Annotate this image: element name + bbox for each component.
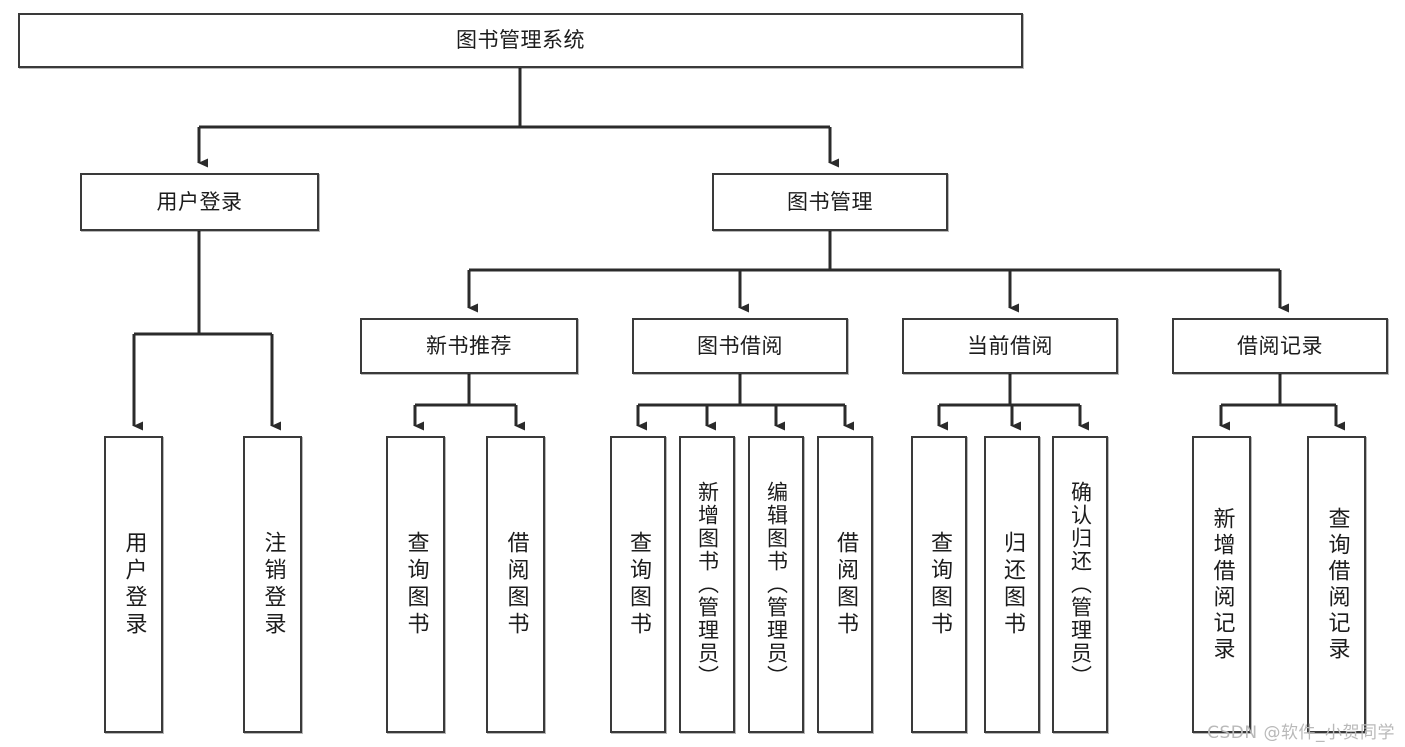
node-root[interactable]: 图书管理系统 xyxy=(18,13,1023,68)
leaf-borrow-book-recommend-label: 借阅图书 xyxy=(503,530,529,639)
node-root-label: 图书管理系统 xyxy=(456,28,585,53)
node-new-book-recommend[interactable]: 新书推荐 xyxy=(360,318,578,374)
leaf-add-borrow-record-label: 新增借阅记录 xyxy=(1209,506,1235,663)
node-book-borrow-label: 图书借阅 xyxy=(697,333,783,358)
node-book-management-label: 图书管理 xyxy=(787,189,873,214)
leaf-edit-book-admin-label: 编辑图书（管理员） xyxy=(764,481,789,688)
leaf-edit-book-admin[interactable]: 编辑图书（管理员） xyxy=(748,436,804,733)
leaf-add-book-admin[interactable]: 新增图书（管理员） xyxy=(679,436,735,733)
leaf-borrow-book-recommend[interactable]: 借阅图书 xyxy=(486,436,545,733)
leaf-add-borrow-record[interactable]: 新增借阅记录 xyxy=(1192,436,1251,733)
leaf-query-borrow-record-label: 查询借阅记录 xyxy=(1324,506,1350,663)
leaf-logout[interactable]: 注销登录 xyxy=(243,436,302,733)
leaf-logout-label: 注销登录 xyxy=(260,530,286,639)
node-book-management[interactable]: 图书管理 xyxy=(712,173,948,231)
node-borrow-records[interactable]: 借阅记录 xyxy=(1172,318,1388,374)
leaf-query-book-borrow-label: 查询图书 xyxy=(626,530,651,639)
leaf-user-login[interactable]: 用户登录 xyxy=(104,436,163,733)
leaf-confirm-return-admin[interactable]: 确认归还（管理员） xyxy=(1052,436,1108,733)
leaf-confirm-return-admin-label: 确认归还（管理员） xyxy=(1068,481,1093,688)
leaf-query-book-recommend[interactable]: 查询图书 xyxy=(386,436,445,733)
leaf-user-login-label: 用户登录 xyxy=(121,530,147,639)
node-user-login-label: 用户登录 xyxy=(156,189,243,214)
leaf-return-book-label: 归还图书 xyxy=(1000,530,1025,639)
leaf-lend-book-label: 借阅图书 xyxy=(833,530,858,639)
leaf-query-book-current-label: 查询图书 xyxy=(927,530,952,639)
node-borrow-records-label: 借阅记录 xyxy=(1237,333,1323,358)
leaf-add-book-admin-label: 新增图书（管理员） xyxy=(695,481,720,688)
node-current-borrow-label: 当前借阅 xyxy=(967,333,1053,358)
node-current-borrow[interactable]: 当前借阅 xyxy=(902,318,1118,374)
leaf-query-borrow-record[interactable]: 查询借阅记录 xyxy=(1307,436,1366,733)
leaf-query-book-borrow[interactable]: 查询图书 xyxy=(610,436,666,733)
leaf-query-book-current[interactable]: 查询图书 xyxy=(911,436,967,733)
node-new-book-recommend-label: 新书推荐 xyxy=(426,333,512,358)
node-user-login[interactable]: 用户登录 xyxy=(80,173,319,231)
node-book-borrow[interactable]: 图书借阅 xyxy=(632,318,848,374)
leaf-query-book-recommend-label: 查询图书 xyxy=(403,530,429,639)
leaf-return-book[interactable]: 归还图书 xyxy=(984,436,1040,733)
leaf-lend-book[interactable]: 借阅图书 xyxy=(817,436,873,733)
